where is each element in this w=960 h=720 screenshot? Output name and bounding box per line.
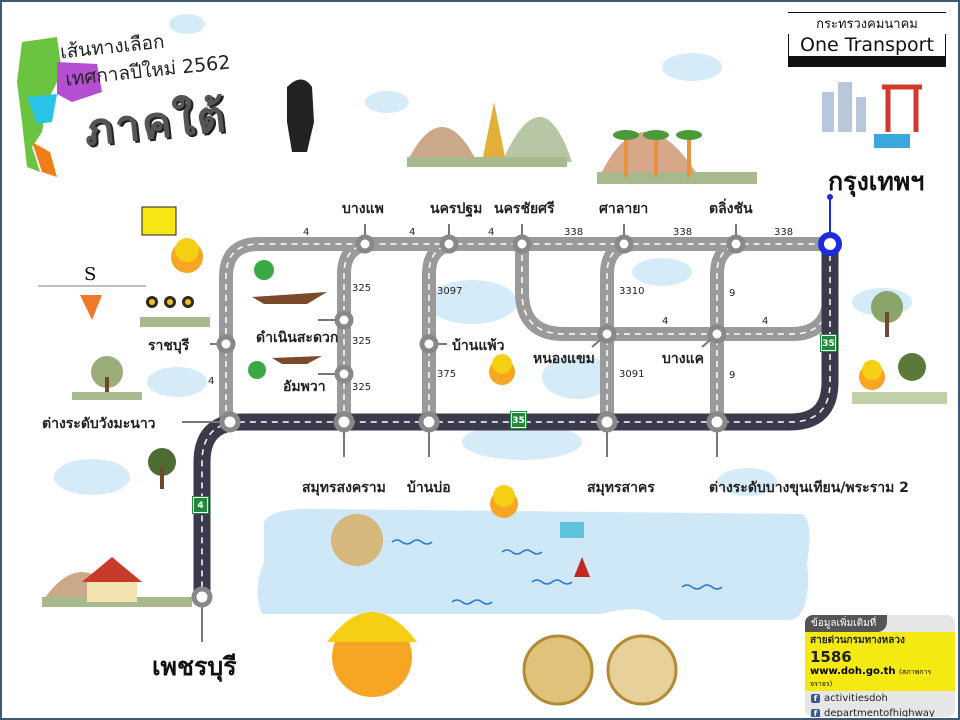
brand-name: One Transport xyxy=(788,34,946,56)
junction-nodes xyxy=(191,234,746,608)
bangkok-start-node xyxy=(818,232,842,256)
website-link[interactable]: www.doh.go.th xyxy=(810,666,896,677)
route-number: 4 xyxy=(303,227,310,238)
town-taling-chan: ตลิ่งชัน xyxy=(709,201,753,217)
route-number: 338 xyxy=(564,227,584,238)
town-nakhon-chai-si: นครชัยศรี xyxy=(494,201,555,217)
south-arrow-icon xyxy=(80,295,102,320)
route-number: 4 xyxy=(409,227,416,238)
route-number: 4 xyxy=(488,227,495,238)
mascot-illustrations xyxy=(171,238,885,697)
town-samut-sakhon: สมุทรสาคร xyxy=(587,480,655,496)
facebook-icon: f xyxy=(811,694,820,703)
website-note: (สภาพการจราจร) xyxy=(810,668,932,688)
town-salaya: ศาลายา xyxy=(599,201,649,217)
town-amphawa: อัมพวา xyxy=(283,379,326,395)
route-number: 4 xyxy=(662,316,669,327)
route-number: 4 xyxy=(762,316,769,327)
clouds xyxy=(54,14,912,496)
hotline-number: 1586 xyxy=(810,648,852,666)
town-bang-khun-thian-interchange: ต่างระดับบางขุนเทียน/พระราม 2 xyxy=(709,480,909,496)
route-number: 9 xyxy=(729,370,736,381)
town-ban-phaeo: บ้านแพ้ว xyxy=(452,338,505,354)
route-number: 3091 xyxy=(619,369,645,380)
info-box: ข้อมูลเพิ่มเติมที่ สายด่วนกรมทางหลวง 158… xyxy=(805,615,955,717)
facebook-icon: f xyxy=(811,709,820,717)
highway-shield-35: 35 xyxy=(510,411,527,429)
compass-direction: S xyxy=(84,264,97,285)
hotline-label: สายด่วนกรมทางหลวง xyxy=(810,635,905,646)
town-ban-bo: บ้านบ่อ xyxy=(407,480,451,496)
town-damnoen-saduak: ดำเนินสะดวก xyxy=(256,330,339,346)
route-number: 9 xyxy=(729,288,736,299)
highway-shield-35: 35 xyxy=(820,334,837,352)
start-city-bangkok: กรุงเทพฯ xyxy=(828,167,925,196)
town-ratchaburi: ราชบุรี xyxy=(148,338,190,354)
region-title: ภาคใต้ xyxy=(81,90,230,157)
route-number: 325 xyxy=(352,283,372,294)
town-bang-khae: บางแค xyxy=(662,351,704,367)
route-number: 338 xyxy=(673,227,693,238)
highway-shield-4: 4 xyxy=(192,496,209,514)
waves xyxy=(391,539,723,605)
route-number: 3097 xyxy=(437,286,463,297)
town-wang-manao-interchange: ต่างระดับวังมะนาว xyxy=(42,416,156,432)
route-number: 4 xyxy=(208,376,215,387)
landmark-illustrations xyxy=(17,37,947,706)
route-number: 325 xyxy=(352,382,372,393)
town-nakhon-pathom: นครปฐม xyxy=(430,201,483,217)
info-heading: ข้อมูลเพิ่มเติมที่ xyxy=(805,615,887,632)
route-number: 3310 xyxy=(619,286,645,297)
gulf-water xyxy=(257,508,810,620)
town-nong-khaem: หนองแขม xyxy=(533,351,595,367)
town-samut-songkhram: สมุทรสงคราม xyxy=(302,480,386,496)
route-number: 338 xyxy=(774,227,794,238)
route-number: 375 xyxy=(437,369,457,380)
route-number: 325 xyxy=(352,336,372,347)
end-city-phetchaburi: เพชรบุรี xyxy=(152,652,237,681)
ministry-name: กระทรวงคมนาคม xyxy=(788,12,946,34)
ministry-logo: กระทรวงคมนาคม One Transport xyxy=(788,12,946,67)
town-bang-phae: บางแพ xyxy=(342,201,384,217)
